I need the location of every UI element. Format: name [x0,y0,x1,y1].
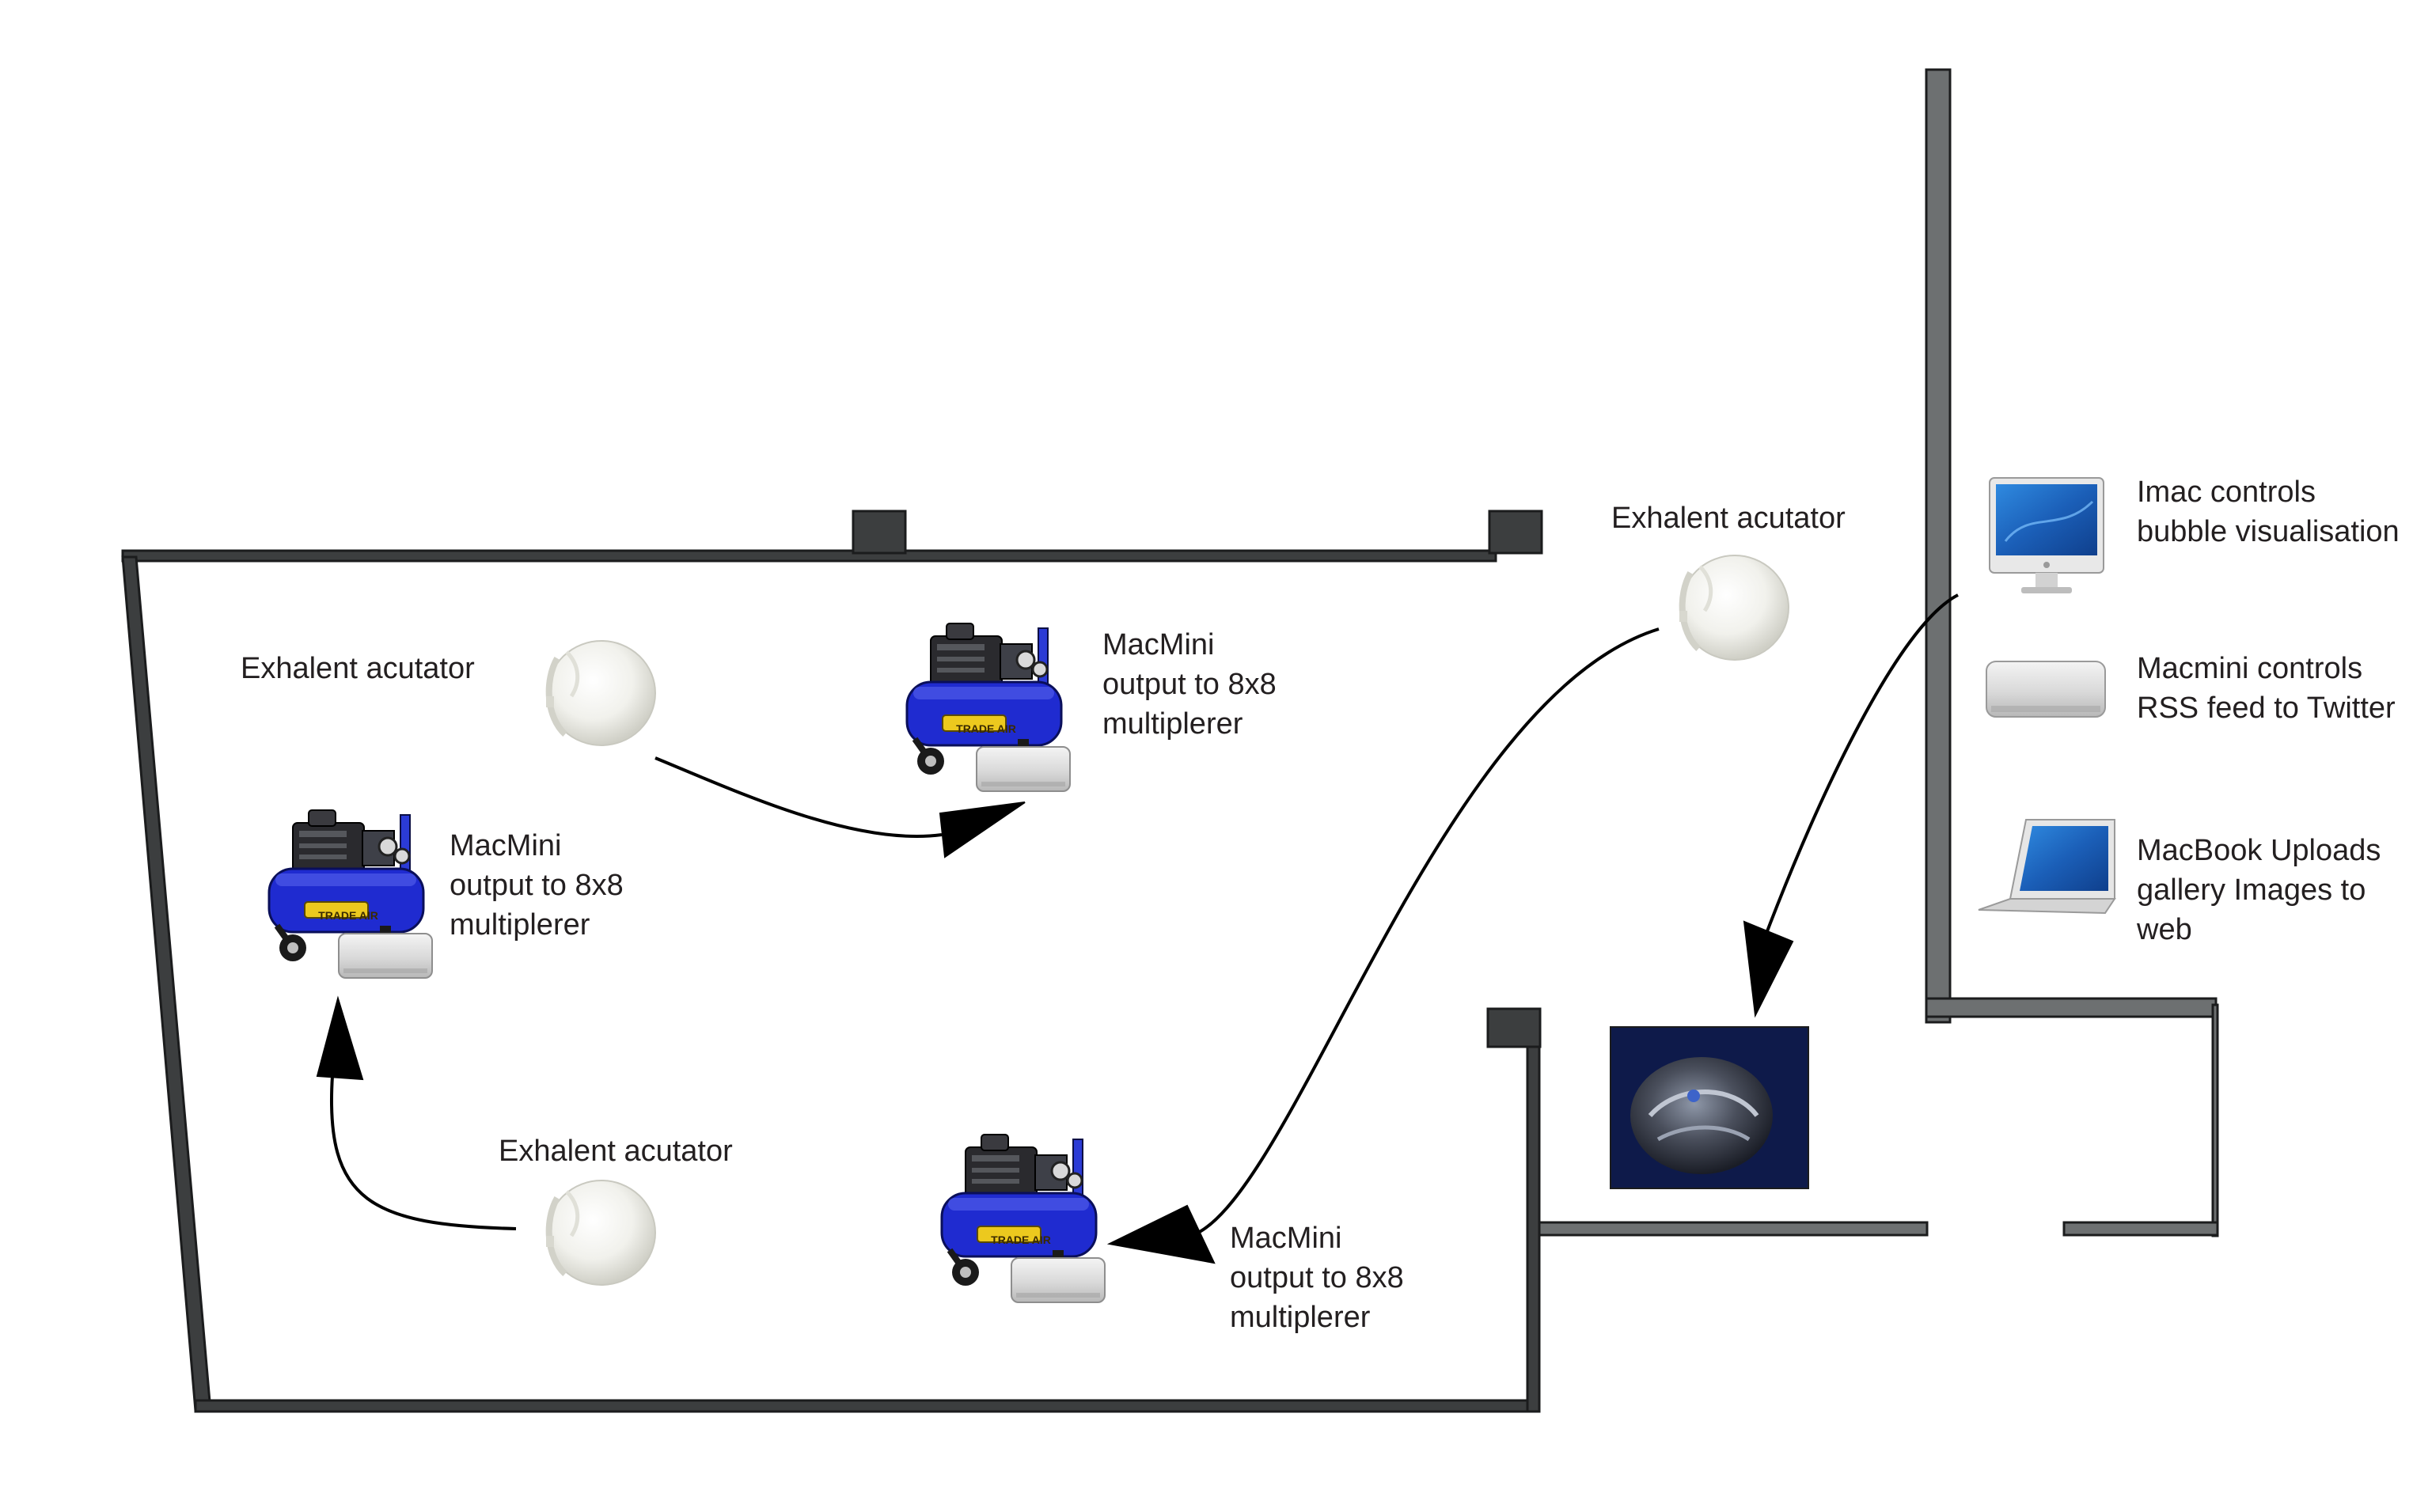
imac-label-line: bubble visualisation [2137,515,2400,548]
arrow-line-imac-to-display [1762,593,1959,942]
wall-bottom [194,1399,1541,1413]
wall-lower-right [2062,1221,2219,1237]
arrowhead [1106,1204,1216,1264]
macmini-label-line: output to 8x8 [1102,668,1277,701]
arrow-line-actuator-to-macmini-left [330,1075,517,1230]
wall-corridor-end [2211,1003,2219,1237]
macmini-label-top: MacMini output to 8x8 multiplerer [1102,625,1277,744]
compressor-macmini-unit-bottom: TRADE AIR [942,1135,1105,1302]
wall-right [1526,1033,1541,1413]
macbook-label-line: web [2137,913,2192,946]
macmini-label-line: output to 8x8 [1230,1261,1404,1294]
compressor-macmini-unit-left: TRADE AIR [269,810,432,978]
compressor-brand-label: TRADE AIR [956,722,1016,735]
macmini-label-left: MacMini output to 8x8 multiplerer [450,826,624,945]
compressor-macmini-unit-top: TRADE AIR [907,623,1070,791]
wall-left [121,555,212,1412]
wall-lower-left [1538,1221,1929,1237]
macmini-label-line: multiplerer [1230,1301,1371,1334]
exhalent-actuator-right [1679,555,1789,660]
compressor-brand-label: TRADE AIR [318,909,378,922]
imac-label: Imac controls bubble visualisation [2137,472,2400,551]
actuator-label-left: Exhalent acutator [241,652,475,685]
macmini-label-line: output to 8x8 [450,869,624,902]
macmini-rss-label-line: RSS feed to Twitter [2137,692,2396,725]
exhalent-actuator-bottom [546,1180,655,1285]
macmini-rss-label: Macmini controls RSS feed to Twitter [2137,649,2396,728]
arrowhead [939,801,1026,858]
macbook-label: MacBook Uploads gallery Images to web [2137,831,2381,949]
imac-computer [1989,477,2104,593]
arrow-line-actuator-to-macmini-top [654,756,943,839]
arrow-heads [316,801,1794,1264]
wall-column [1486,1007,1542,1048]
macmini-rss-label-line: Macmini controls [2137,652,2363,685]
exhalent-actuator-left [546,641,655,745]
macmini-label-line: multiplerer [450,908,590,942]
macbook-computer [1978,819,2116,915]
macmini-label-line: multiplerer [1102,707,1243,741]
actuator-label-bottom: Exhalent acutator [499,1135,733,1168]
bubble-visualisation-screen [1610,1026,1809,1189]
flow-arrows [330,593,1959,1236]
wall-column [1488,510,1543,555]
compressor-brand-label: TRADE AIR [991,1233,1051,1246]
macmini-label-bottom: MacMini output to 8x8 multiplerer [1230,1218,1404,1337]
wall-top [121,549,1497,563]
macbook-label-line: gallery Images to [2137,873,2366,907]
macmini-label-line: MacMini [1230,1222,1342,1255]
macbook-label-line: MacBook Uploads [2137,834,2381,867]
wall-corridor-vertical [1925,68,1952,1024]
arrowhead [1743,920,1794,1018]
macmini-label-line: MacMini [1102,628,1215,661]
arrowhead [316,995,364,1081]
macmini-label-line: MacMini [450,829,562,862]
macmini-rss-computer [1986,661,2106,718]
wall-corridor-horizontal [1925,997,2218,1018]
arrow-line-actuator-to-macmini-bottom [1194,627,1660,1236]
actuator-label-right: Exhalent acutator [1611,502,1846,535]
wall-column [852,510,907,555]
floor-plan-walls [121,68,2219,1413]
imac-label-line: Imac controls [2137,476,2316,509]
